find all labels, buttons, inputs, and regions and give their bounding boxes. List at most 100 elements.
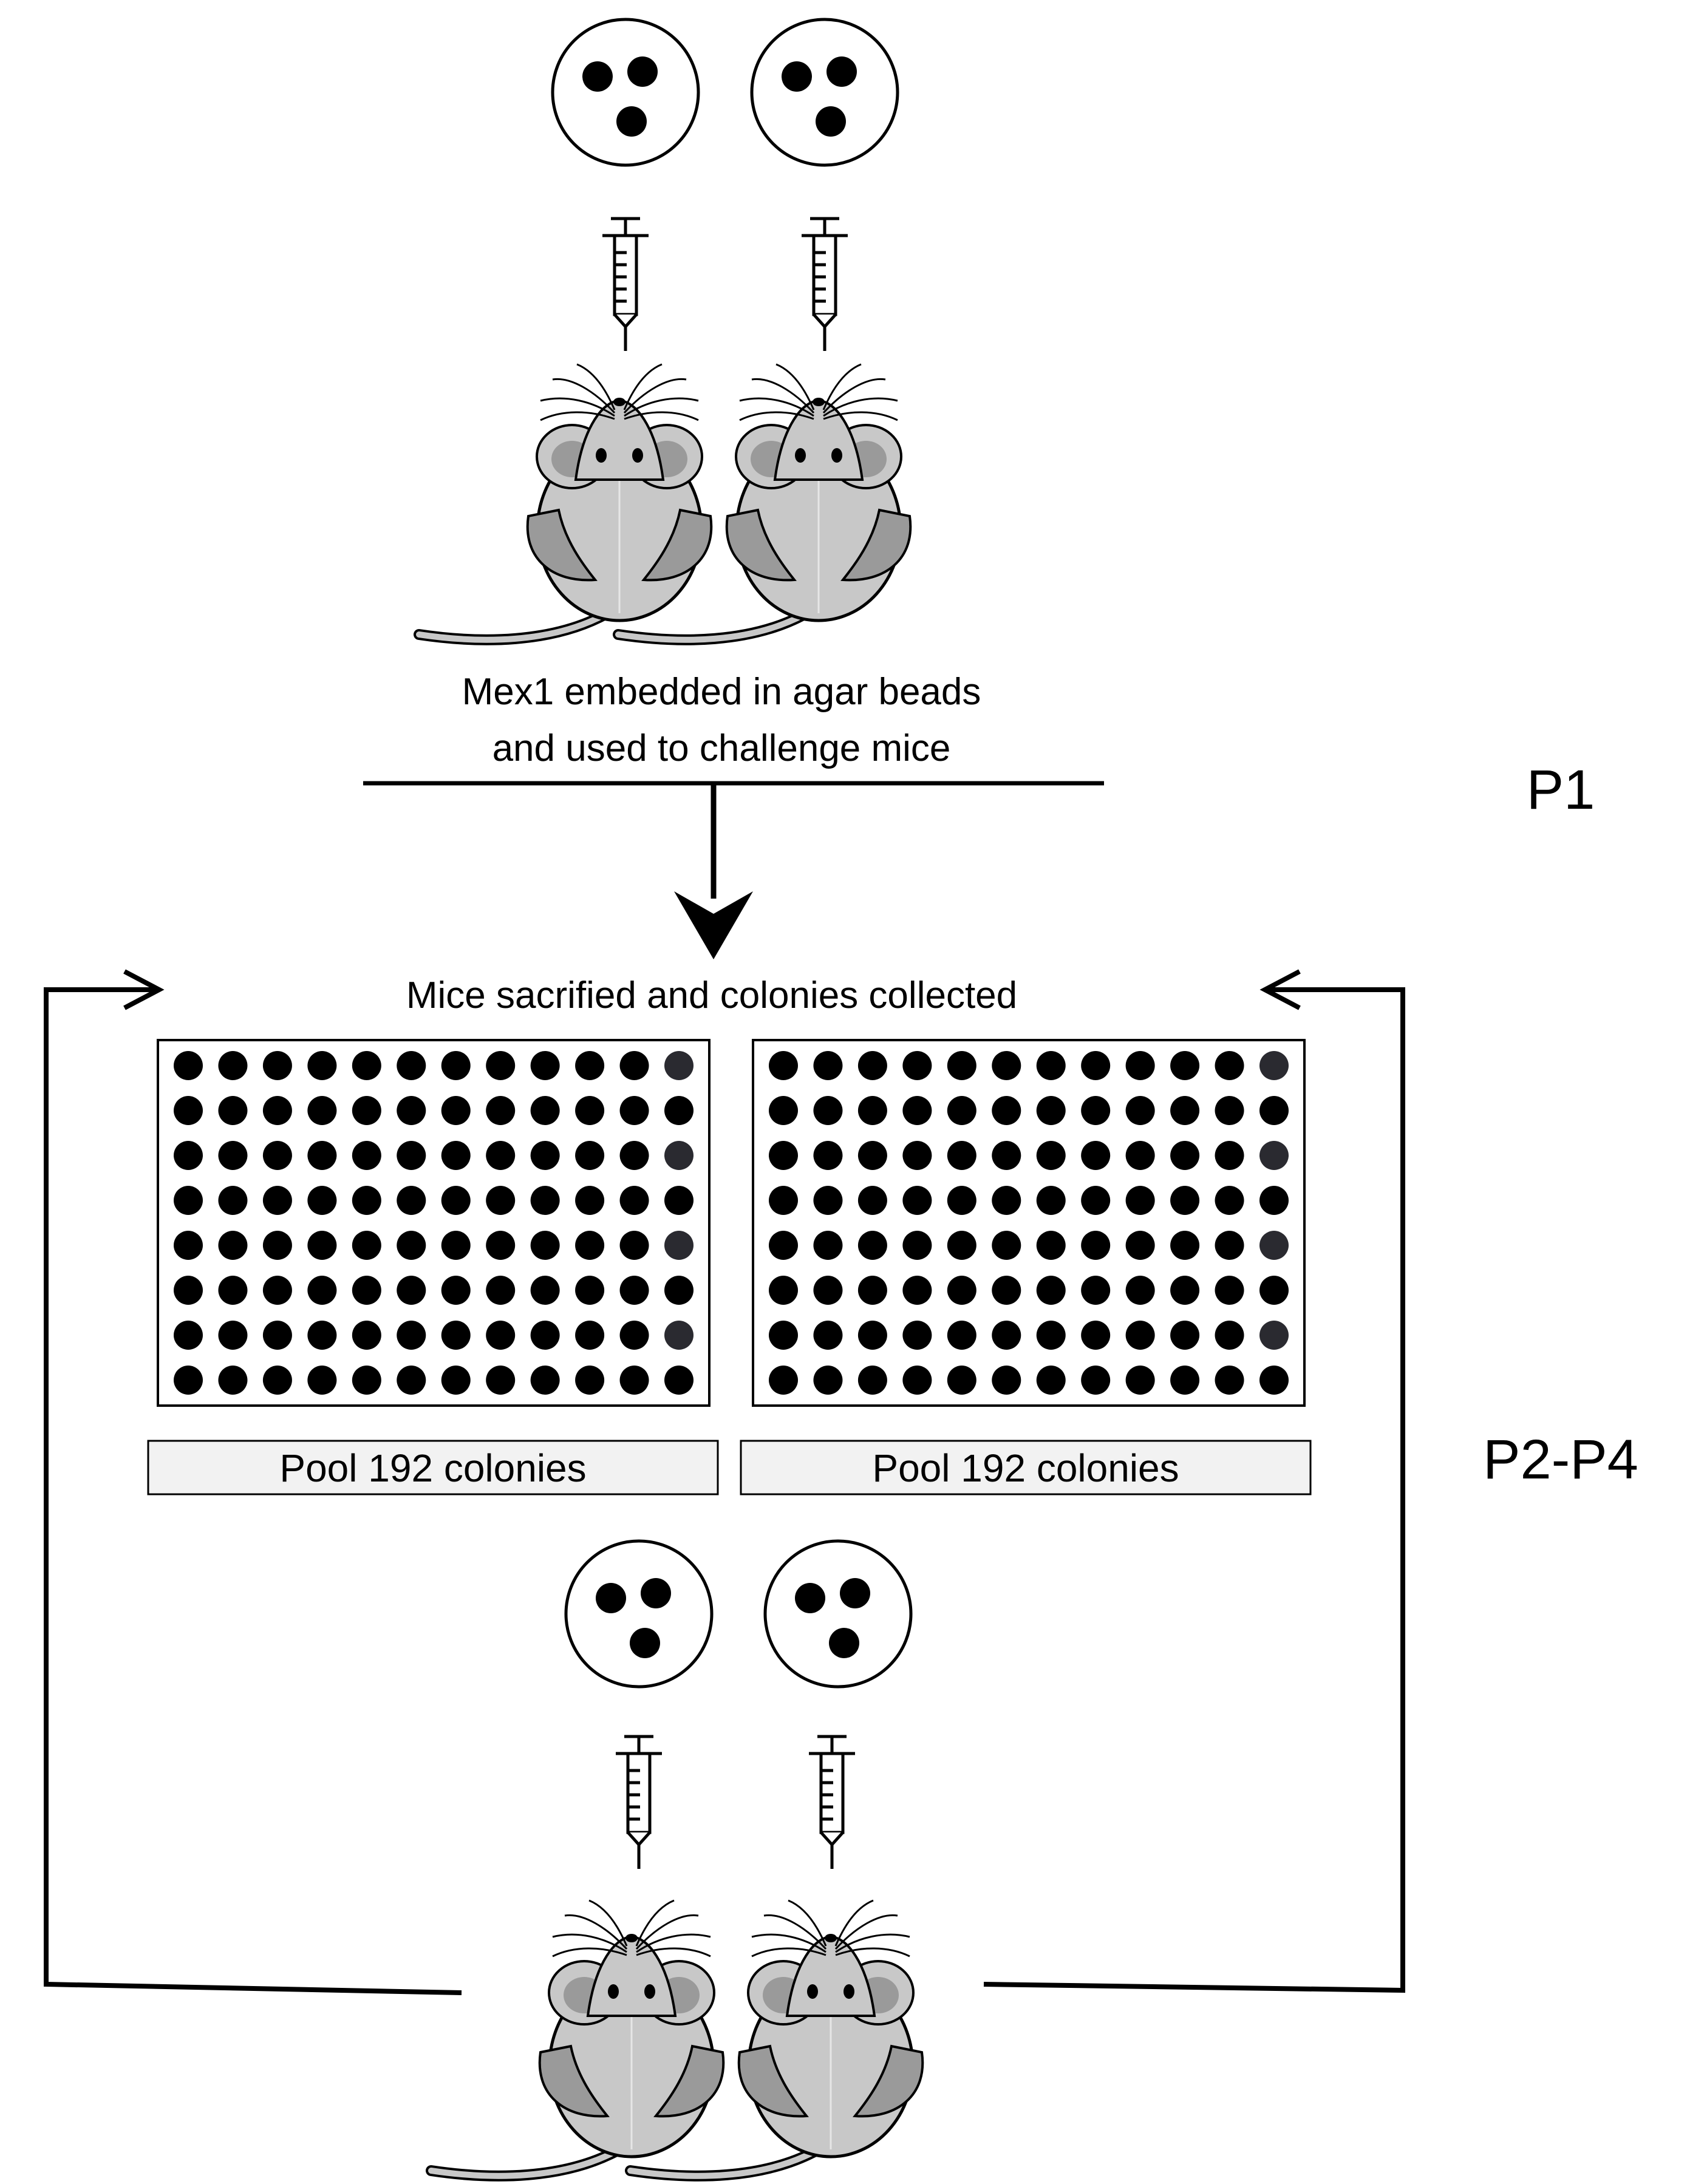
colony-well <box>530 1186 560 1215</box>
colony-well <box>619 1051 649 1080</box>
colony-well <box>575 1276 605 1305</box>
colony-well <box>769 1096 798 1125</box>
colony-well <box>352 1141 381 1170</box>
colony-well <box>262 1276 292 1305</box>
colony-well <box>174 1321 203 1350</box>
colony-well <box>1170 1051 1200 1080</box>
colony-well <box>218 1141 248 1170</box>
colony-well <box>397 1096 426 1125</box>
colony-well <box>262 1141 292 1170</box>
colony-well <box>218 1096 248 1125</box>
colony-well <box>902 1096 932 1125</box>
colony-well <box>992 1231 1021 1260</box>
colony-well <box>992 1321 1021 1350</box>
colony-well <box>992 1186 1021 1215</box>
colony-well <box>1036 1051 1066 1080</box>
colony-well <box>664 1051 694 1080</box>
colony-well <box>218 1186 248 1215</box>
colony-well <box>902 1366 932 1395</box>
colony-well <box>813 1141 843 1170</box>
colony-well <box>486 1141 516 1170</box>
colony-well <box>769 1186 798 1215</box>
colony-well <box>174 1051 203 1080</box>
colony-well <box>813 1186 843 1215</box>
colony-well <box>947 1141 976 1170</box>
colony-well <box>1170 1096 1200 1125</box>
colony-well <box>307 1276 337 1305</box>
colony-well <box>1215 1366 1244 1395</box>
colony-well <box>262 1051 292 1080</box>
colony-well <box>575 1366 605 1395</box>
colony-well <box>1081 1096 1111 1125</box>
caption-collect: Mice sacrified and colonies collected <box>406 975 1017 1016</box>
colony-well <box>1125 1366 1155 1395</box>
colony-well <box>1081 1231 1111 1260</box>
colony-well <box>769 1231 798 1260</box>
colony-well <box>307 1051 337 1080</box>
pool-label-right: Pool 192 colonies <box>740 1440 1312 1495</box>
colony-well <box>174 1276 203 1305</box>
pool-label-left: Pool 192 colonies <box>147 1440 719 1495</box>
colony-well <box>947 1276 976 1305</box>
colony-well <box>1125 1141 1155 1170</box>
colony-well <box>441 1321 471 1350</box>
colony-well <box>397 1186 426 1215</box>
colony-well <box>441 1096 471 1125</box>
colony-well <box>1170 1186 1200 1215</box>
colony-well <box>218 1231 248 1260</box>
agar-dish-icon <box>765 1541 911 1687</box>
colony-well <box>1215 1276 1244 1305</box>
colony-well <box>575 1186 605 1215</box>
colony-well <box>1259 1366 1289 1395</box>
colony-well <box>664 1321 694 1350</box>
colony-well <box>992 1141 1021 1170</box>
colony-well <box>769 1141 798 1170</box>
colony-well <box>486 1321 516 1350</box>
loop-arrow-left <box>44 969 462 1995</box>
colony-well <box>813 1231 843 1260</box>
colony-well <box>664 1096 694 1125</box>
colony-well <box>1259 1096 1289 1125</box>
agar-dish-icon <box>752 19 898 165</box>
colony-well <box>813 1096 843 1125</box>
colony-well <box>397 1051 426 1080</box>
colony-well <box>619 1276 649 1305</box>
colony-well <box>174 1231 203 1260</box>
colony-well <box>530 1141 560 1170</box>
colony-well <box>218 1366 248 1395</box>
colony-well <box>1259 1141 1289 1170</box>
colony-well <box>1259 1276 1289 1305</box>
colony-well <box>530 1366 560 1395</box>
colony-well <box>1081 1321 1111 1350</box>
colony-well <box>1215 1321 1244 1350</box>
colony-well <box>1170 1231 1200 1260</box>
colony-well <box>530 1231 560 1260</box>
colony-well <box>1215 1186 1244 1215</box>
colony-well <box>902 1186 932 1215</box>
colony-well <box>857 1141 887 1170</box>
colony-well <box>857 1276 887 1305</box>
colony-well <box>1170 1276 1200 1305</box>
colony-well <box>397 1231 426 1260</box>
colony-well <box>174 1186 203 1215</box>
colony-well <box>619 1231 649 1260</box>
colony-well <box>902 1231 932 1260</box>
colony-well <box>441 1051 471 1080</box>
colony-well <box>902 1276 932 1305</box>
colony-well <box>352 1321 381 1350</box>
colony-well <box>352 1276 381 1305</box>
colony-well <box>1259 1321 1289 1350</box>
colony-well <box>174 1096 203 1125</box>
colony-well <box>1125 1231 1155 1260</box>
caption-p1-line1: Mex1 embedded in agar beads <box>462 671 981 713</box>
colony-well <box>441 1276 471 1305</box>
colony-well <box>307 1141 337 1170</box>
colony-well <box>947 1186 976 1215</box>
colony-well <box>397 1276 426 1305</box>
colony-well <box>619 1186 649 1215</box>
colony-well <box>664 1141 694 1170</box>
syringe-icon <box>602 219 649 351</box>
colony-well <box>441 1186 471 1215</box>
colony-well <box>397 1321 426 1350</box>
